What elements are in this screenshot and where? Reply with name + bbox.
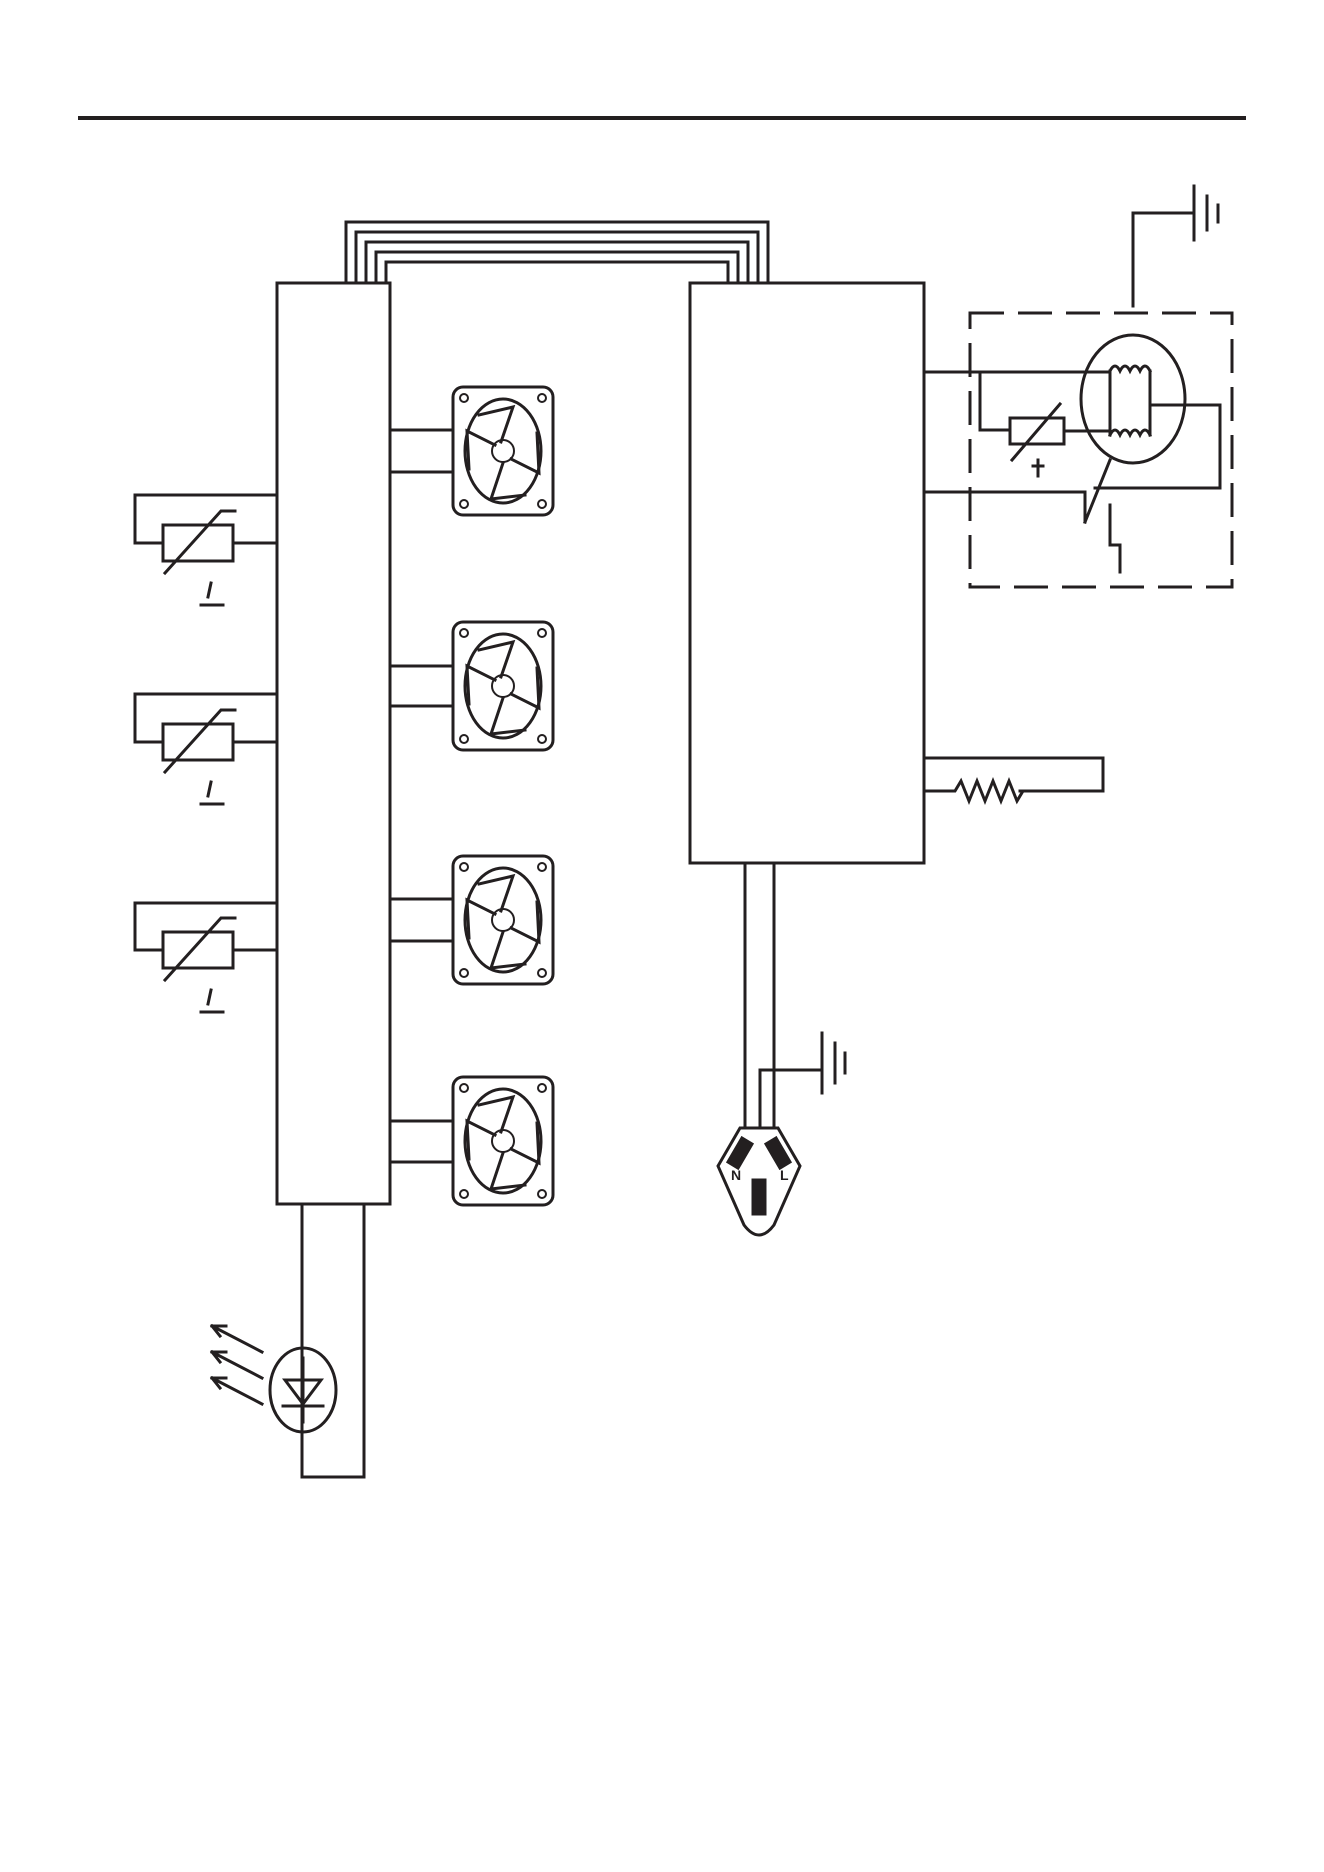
control-board [277,283,390,1204]
temperature-sensor-3 [135,903,277,1012]
fan-3 [390,856,553,984]
fan-2 [390,622,553,750]
temperature-sensor-1 [135,495,277,605]
light-sensor [212,1204,364,1477]
power-board [690,283,924,863]
fan-1 [390,387,553,515]
plug-pin-l-label: L [780,1167,789,1183]
heater-element [924,758,1103,801]
ribbon-cable [346,222,768,283]
fan-4 [390,1077,553,1205]
temperature-sensor-2 [135,694,277,804]
compressor-unit [924,186,1232,587]
mains-plug: N L [718,863,845,1235]
plug-pin-n-label: N [731,1167,741,1183]
